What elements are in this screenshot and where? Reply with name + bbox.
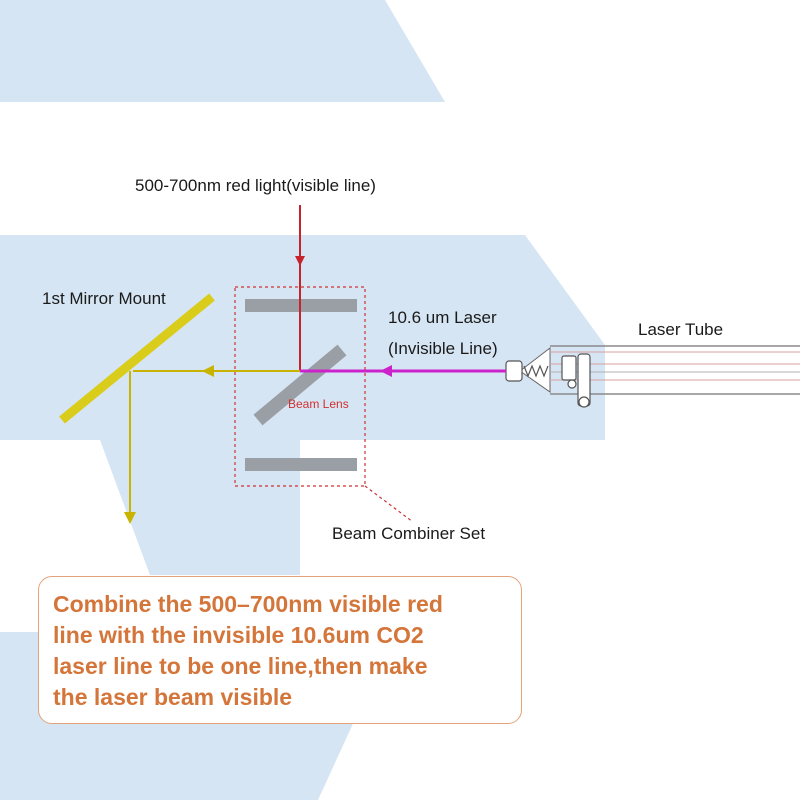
background-band-top — [0, 0, 445, 102]
background-band-middle — [0, 235, 605, 440]
laser-tube-label: Laser Tube — [638, 320, 724, 339]
beam-combiner-leader — [364, 485, 414, 523]
laser-tube-cone — [519, 346, 551, 393]
beam-combiner-box — [234, 286, 366, 487]
description-line: line with the invisible 10.6um CO2 — [53, 622, 424, 648]
laser-tube — [505, 345, 800, 408]
laser-label-line1: 10.6 um Laser — [388, 308, 497, 327]
laser-label-line2: (Invisible Line) — [388, 339, 498, 358]
beam-lens-plate — [253, 344, 347, 426]
beam-combiner-label: Beam Combiner Set — [332, 524, 486, 543]
red-light-label: 500-700nm red light(visible line) — [135, 176, 376, 195]
mirror-mount-label: 1st Mirror Mount — [42, 289, 166, 308]
bottom-plate — [245, 458, 357, 471]
description-box: Combine the 500–700nm visible red line w… — [38, 576, 522, 724]
background-band-left — [100, 440, 300, 575]
description-line: Combine the 500–700nm visible red — [53, 591, 443, 617]
description-line: laser line to be one line,then make — [53, 653, 428, 679]
mirror-mount — [59, 293, 215, 424]
beam-lens-label: Beam Lens — [288, 397, 349, 411]
description-line: the laser beam visible — [53, 684, 293, 710]
